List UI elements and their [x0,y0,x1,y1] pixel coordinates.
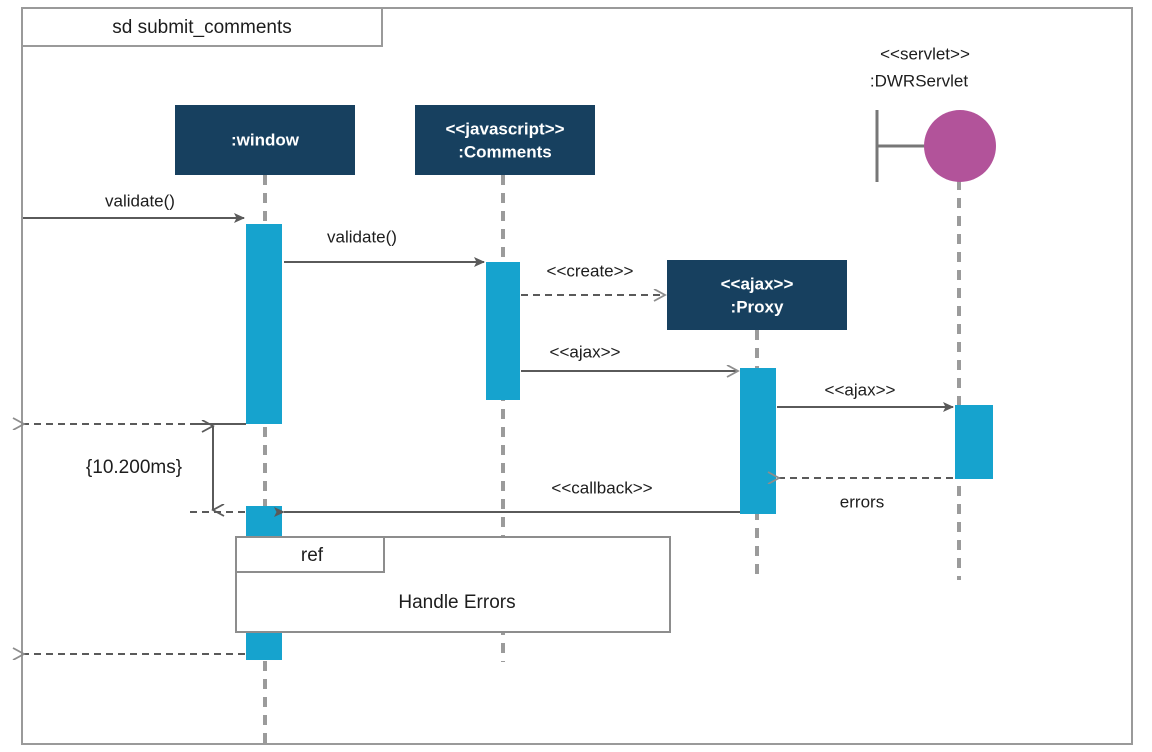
activation-window-3[interactable] [246,628,282,660]
activation-window-1[interactable] [246,224,282,424]
lifeline-head-window[interactable] [175,105,355,175]
lifeline-head-window-label: :window [231,130,300,149]
activation-proxy-1[interactable] [740,368,776,514]
lifeline-head-proxy-label: :Proxy [731,297,784,316]
ref-fragment-tab [235,536,385,573]
duration-constraint-label: {10.200ms} [86,457,182,478]
message-errors-label: errors [840,492,884,511]
actor-dwrservlet-label: :DWRServlet [870,71,969,90]
lifeline-head-comments[interactable] [415,105,595,175]
message-ajax-1-label: <<ajax>> [550,342,621,361]
activation-comments-1[interactable] [486,262,520,400]
message-validate-1-label: validate() [105,191,175,210]
activation-dwrservlet-1[interactable] [955,405,993,479]
actor-dwrservlet-stereotype: <<servlet>> [880,44,970,63]
message-callback-label: <<callback>> [551,478,652,497]
lifeline-head-proxy-stereotype: <<ajax>> [721,274,794,293]
lifeline-head-comments-label: :Comments [458,142,552,161]
message-validate-2-label: validate() [327,227,397,246]
frame-label: sd submit_comments [112,17,292,38]
message-ajax-2-label: <<ajax>> [825,380,896,399]
lifeline-head-comments-stereotype: <<javascript>> [445,119,564,138]
actor-dwrservlet-circle[interactable] [924,110,996,182]
message-create-label: <<create>> [547,261,634,280]
lifeline-head-proxy[interactable] [667,260,847,330]
ref-fragment-tab-label: ref [301,545,324,566]
ref-fragment-body-label: Handle Errors [398,592,515,613]
